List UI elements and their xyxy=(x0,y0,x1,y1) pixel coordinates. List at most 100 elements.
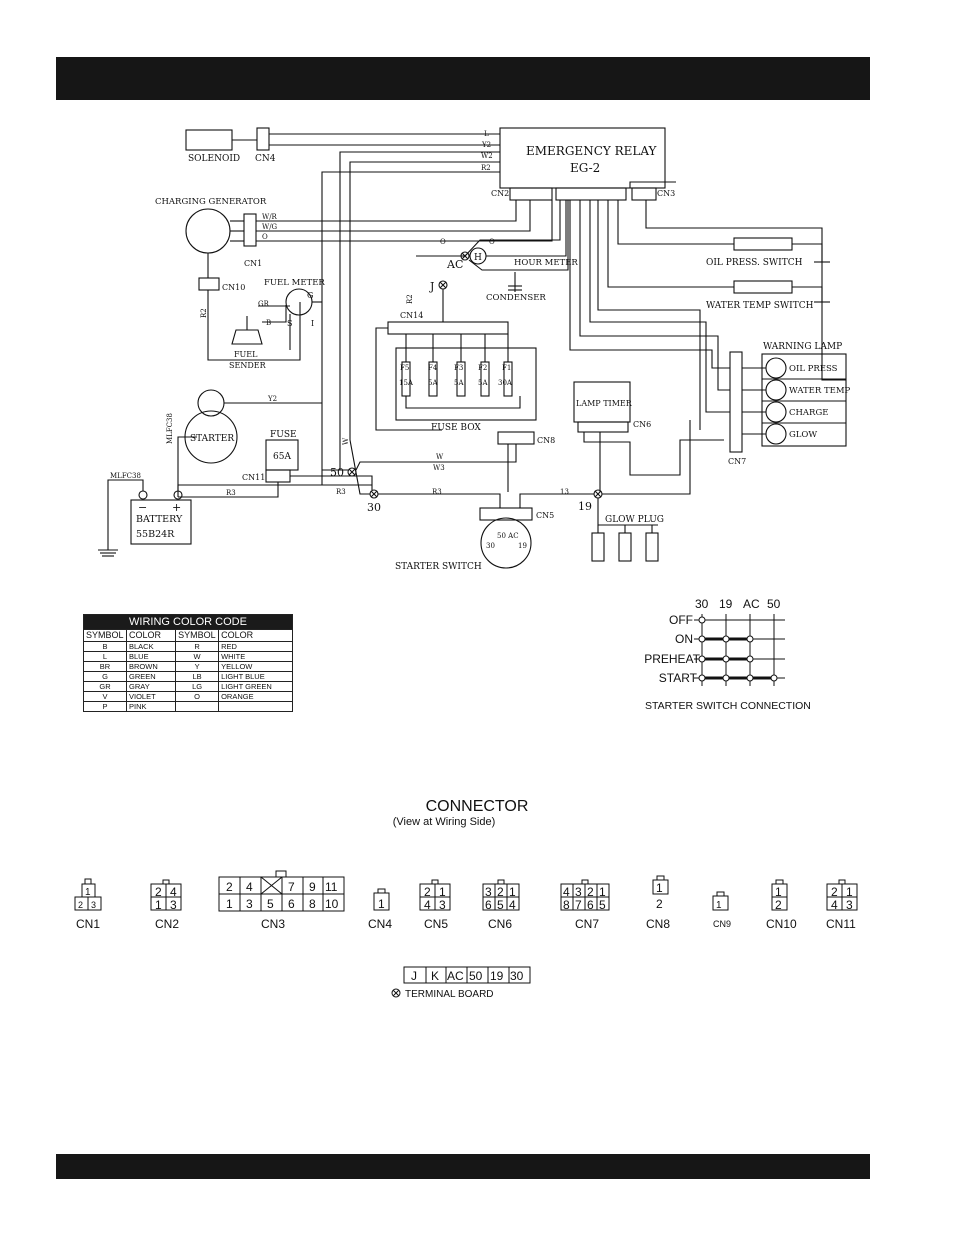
cn1-box xyxy=(243,213,257,247)
table-cell: LB xyxy=(175,671,220,682)
cn2-pin-1: 1 xyxy=(155,898,162,912)
terminal-k: K xyxy=(431,969,439,983)
starter-switch-circle xyxy=(480,517,532,569)
cn3-pin-2: 2 xyxy=(226,880,233,894)
cn11-label: CN11 xyxy=(242,473,265,482)
lamp-charge xyxy=(765,401,787,423)
connector-cn2: 2 4 1 3 CN2 xyxy=(150,879,182,931)
cn11-pin-2: 2 xyxy=(831,885,838,899)
relay-wire-l: L xyxy=(484,130,489,138)
table-cell: LG xyxy=(175,681,220,692)
solenoid-label: SOLENOID xyxy=(188,154,240,164)
table-cell: BLACK xyxy=(125,641,177,652)
cn2-label: CN2 xyxy=(491,189,509,198)
relay-wire-r2: R2 xyxy=(481,164,491,172)
cn1-pin-3: 3 xyxy=(91,900,96,910)
cn1-label: CN1 xyxy=(76,917,100,931)
starter-switch-terminal-30: 30 xyxy=(486,542,495,550)
cn3-pin-7: 7 xyxy=(288,880,295,894)
table-cell: VIOLET xyxy=(125,691,177,702)
wire-13: 13 xyxy=(560,488,569,496)
cn10-pin-2: 2 xyxy=(775,898,782,912)
cn3-pin-1: 1 xyxy=(226,897,233,911)
emergency-relay-label-1: EMERGENCY RELAY xyxy=(526,144,658,158)
fuse-label: FUSE xyxy=(270,430,297,440)
cn8-box xyxy=(497,431,535,445)
cn10-pin-1: 1 xyxy=(775,885,782,899)
cn10-label: CN10 xyxy=(766,917,797,931)
table-cell: B xyxy=(83,641,127,652)
cn7-label: CN7 xyxy=(575,917,599,931)
emergency-relay-box xyxy=(499,127,666,189)
cn7-pin-2: 2 xyxy=(587,885,594,899)
ssc-pos-start: START xyxy=(659,671,698,685)
fuse-f1 xyxy=(503,361,513,397)
fuse-f3-rating: 5A xyxy=(454,379,464,387)
fuse-f4 xyxy=(428,361,438,397)
cn6-pin-1: 1 xyxy=(509,885,516,899)
starter-switch-label: STARTER SWITCH xyxy=(395,562,482,572)
oil-press-switch-box xyxy=(733,237,793,251)
connector-subtitle: (View at Wiring Side) xyxy=(392,816,496,828)
lamp-glow-label: GLOW xyxy=(789,430,817,440)
cn5-pin-3: 3 xyxy=(439,898,446,912)
table-cell: ORANGE xyxy=(218,691,293,702)
fuse-f2-name: F2 xyxy=(478,364,487,372)
lamp-oil-press-label: OIL PRESS xyxy=(789,364,838,374)
hour-meter-label: HOUR METER xyxy=(514,258,578,268)
fuel-sender-body xyxy=(231,329,263,345)
wire-wg: W/G xyxy=(262,223,278,231)
cn6-pin-6: 6 xyxy=(485,898,492,912)
wire-r2-a: R2 xyxy=(200,308,208,318)
fuse-f2-rating: 5A xyxy=(478,379,488,387)
cn7-box xyxy=(729,351,743,453)
terminal-j: J xyxy=(411,969,417,983)
connector-cn1: 1 2 3 CN1 xyxy=(74,878,102,931)
fuel-meter-g: G xyxy=(307,291,313,300)
fuel-meter-s: S xyxy=(287,319,292,328)
cn11-pin-4: 4 xyxy=(831,898,838,912)
color-table-header-symbol-2: SYMBOL xyxy=(175,629,220,642)
lamp-water-temp-label: WATER TEMP xyxy=(789,386,851,396)
wire-b: B xyxy=(266,319,271,327)
connector-cn11: 2 1 4 3 CN11 xyxy=(826,879,858,931)
relay-wire-w2: W2 xyxy=(481,152,493,160)
connector-cn4: 1 CN4 xyxy=(368,888,392,931)
cn7-pin-1: 1 xyxy=(599,885,606,899)
cn3-pin-11: 11 xyxy=(325,880,338,894)
ssc-caption: STARTER SWITCH CONNECTION xyxy=(645,700,811,712)
lamp-oil-press xyxy=(765,357,787,379)
table-cell xyxy=(175,701,220,712)
table-cell xyxy=(218,701,293,712)
wire-o3: O xyxy=(489,238,495,246)
connector-cn8: 1 2 CN8 xyxy=(646,875,670,931)
cn10-label: CN10 xyxy=(222,283,245,292)
cn5-pin-1: 1 xyxy=(439,885,446,899)
fuel-sender-label-2: SENDER xyxy=(229,361,267,370)
wire-o2: O xyxy=(440,238,446,246)
cn6-pin-5: 5 xyxy=(497,898,504,912)
color-table-header-color-2: COLOR xyxy=(218,629,293,642)
connector-cn6: 3 2 1 6 5 4 CN6 xyxy=(482,879,520,931)
table-cell: GRAY xyxy=(125,681,177,692)
water-temp-switch-box xyxy=(733,280,793,294)
lamp-water-temp xyxy=(765,379,787,401)
fuse-f4-rating: 5A xyxy=(428,379,438,387)
oil-press-switch-label: OIL PRESS. SWITCH xyxy=(706,258,803,268)
fuse-value: 65A xyxy=(273,452,291,462)
charging-generator-label: CHARGING GENERATOR xyxy=(155,197,267,207)
wire-w-vertical: W xyxy=(342,437,350,445)
glow-plug-3 xyxy=(645,532,659,562)
color-table-header-color-1: COLOR xyxy=(125,629,177,642)
cn1-pin-1: 1 xyxy=(85,887,91,898)
cn2-pin-3: 3 xyxy=(170,898,177,912)
connector-cn9: 1 CN9 xyxy=(712,891,731,929)
fuse-f3 xyxy=(456,361,466,397)
cn7-label: CN7 xyxy=(728,457,746,466)
fuse-f4-name: F4 xyxy=(428,364,438,372)
